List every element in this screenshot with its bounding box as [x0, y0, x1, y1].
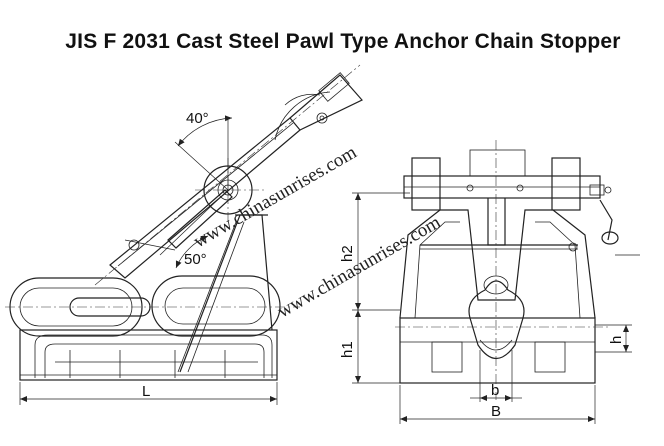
angle-label-bottom: 50°: [184, 251, 207, 268]
height-lower-label: h1: [339, 341, 356, 358]
pawl-lever: [167, 189, 233, 249]
crank-handle: [599, 199, 613, 241]
side-view: 40° 50° L: [5, 64, 363, 405]
width-overall-label: B: [491, 403, 501, 420]
length-label: L: [142, 383, 150, 400]
left-post: [411, 157, 441, 211]
front-view: h2 h1 h b B: [339, 140, 640, 424]
front-base: [399, 317, 596, 384]
front-body: [399, 209, 596, 319]
watermark-left: www.chinasunrises.com: [190, 142, 360, 253]
chain-link-right: [151, 275, 281, 337]
width-small-label: b: [491, 382, 499, 399]
diagram-title: JIS F 2031 Cast Steel Pawl Type Anchor C…: [65, 30, 621, 53]
right-post: [551, 157, 581, 211]
watermark-right: www.chinasunrises.com: [274, 212, 444, 323]
base-plate: [19, 329, 278, 381]
chain-link-middle: [69, 297, 151, 317]
angle-label-top: 40°: [186, 110, 209, 127]
height-small-label: h: [608, 336, 625, 344]
height-upper-label: h2: [339, 245, 356, 262]
chain-opening: [468, 280, 525, 360]
